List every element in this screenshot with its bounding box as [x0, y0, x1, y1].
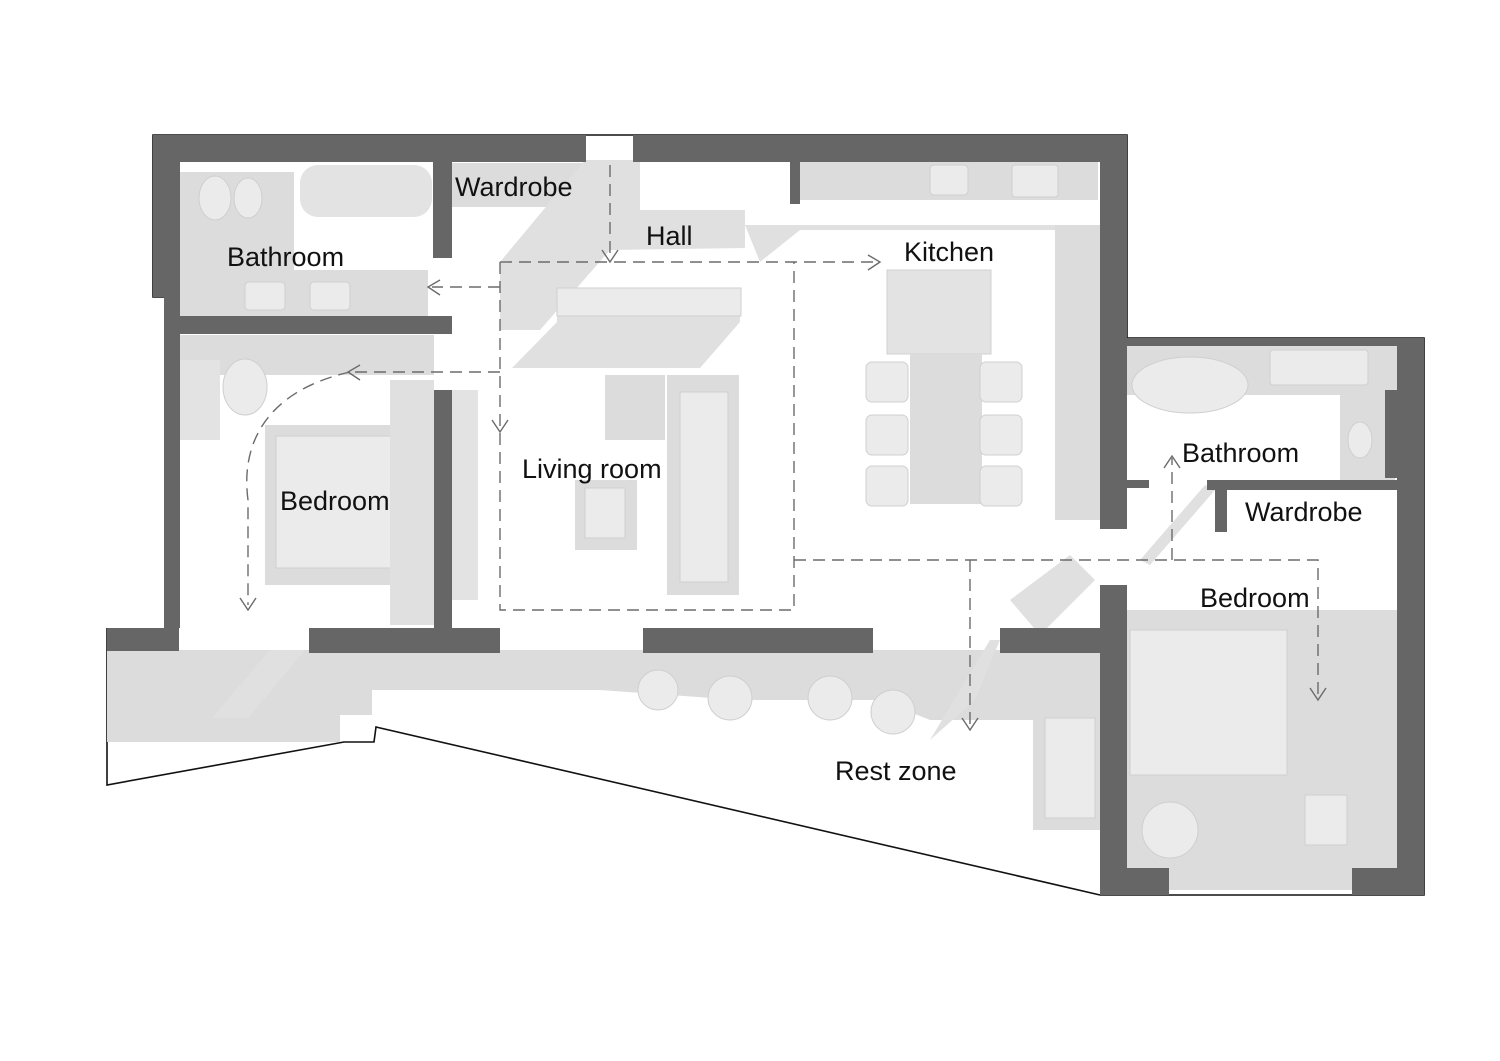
- room-labels: Wardrobe Hall Bathroom Kitchen Living ro…: [227, 172, 1363, 786]
- label-wardrobe-top: Wardrobe: [455, 172, 573, 202]
- walls: [107, 135, 1424, 895]
- label-hall: Hall: [646, 221, 693, 251]
- label-bathroom-left: Bathroom: [227, 242, 344, 272]
- label-living-room: Living room: [522, 454, 662, 484]
- label-bedroom-left: Bedroom: [280, 486, 390, 516]
- label-bathroom-right: Bathroom: [1182, 438, 1299, 468]
- label-bedroom-right: Bedroom: [1200, 583, 1310, 613]
- label-kitchen: Kitchen: [904, 237, 994, 267]
- circulation-routes: [239, 165, 1327, 732]
- label-rest-zone: Rest zone: [835, 756, 957, 786]
- label-wardrobe-right: Wardrobe: [1245, 497, 1363, 527]
- balcony-outline: [106, 628, 1101, 896]
